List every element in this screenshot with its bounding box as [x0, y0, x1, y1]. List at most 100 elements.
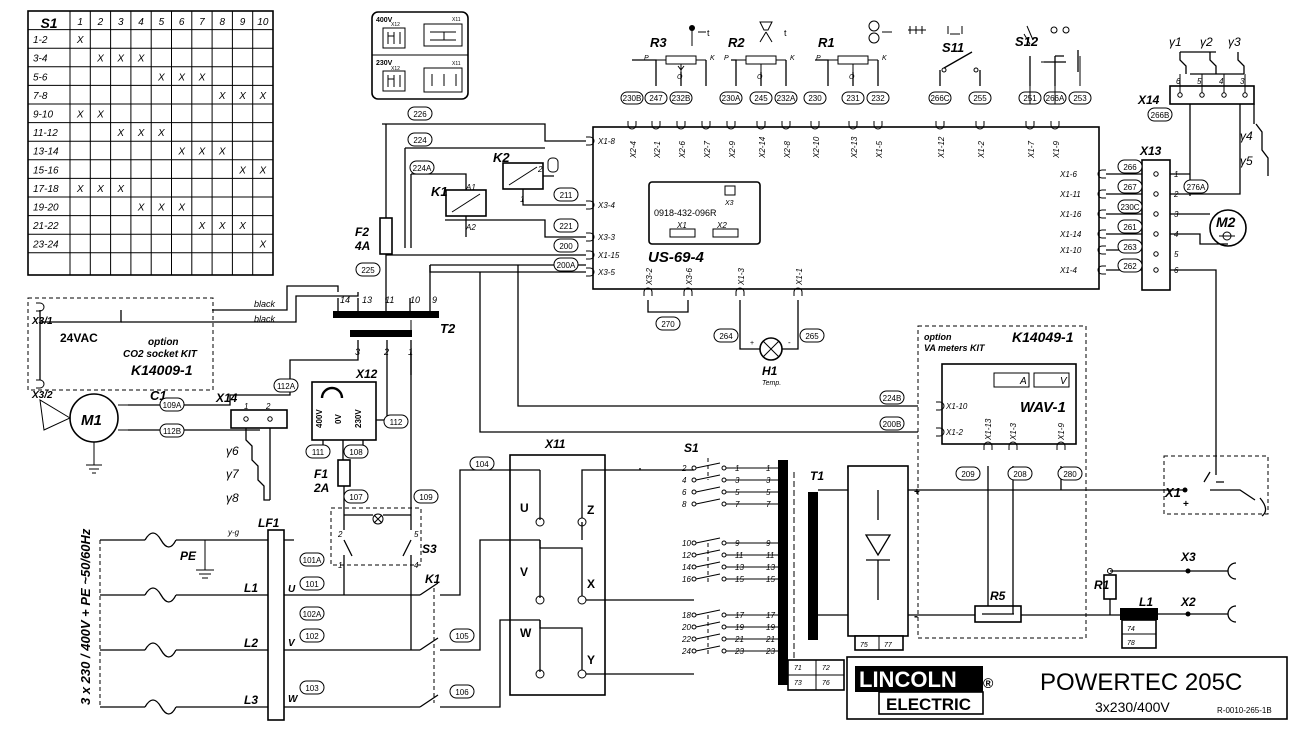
f1-label: F1: [314, 467, 328, 481]
thermal-switches-top: γ1 γ2 γ3 X14 6 5 4 3 γ4 γ5: [1137, 35, 1269, 196]
t2-pin-9: 9: [432, 295, 437, 305]
s1-pin-left: 22: [681, 635, 691, 644]
r2-k: K: [790, 55, 795, 62]
pcb-bottom-pin: X3-2: [645, 268, 654, 286]
pcb-top-pin: X2-14: [758, 136, 767, 159]
t1-72: 72: [822, 665, 830, 672]
pcb-inner-x2: X2: [716, 221, 727, 230]
s1-row-label: 21-22: [32, 221, 59, 232]
wire-number: 109: [419, 493, 433, 502]
s1-cell-mark: X: [238, 221, 246, 232]
t1-71: 71: [794, 665, 802, 672]
f2-label: F2: [355, 225, 369, 239]
pcb-right-pin: X1-6: [1059, 170, 1077, 179]
top-controls: R3 t R2 t R1 S11 S12 γ1 γ2 γ3: [632, 20, 1269, 196]
pcb-left-pin: X3-3: [597, 233, 615, 242]
pcb-top-pin: X1-2: [977, 141, 986, 159]
pcb-bottom-pin: X3-6: [685, 268, 694, 286]
g4-label: γ4: [1240, 129, 1253, 143]
mains-input: 3 x 230 / 400V + PE ~50/60Hz PE y-g LF1 …: [78, 469, 510, 721]
lamp-h1: H1 Temp. + -: [739, 300, 799, 387]
r1-shunt-label: R1: [1094, 578, 1110, 592]
va-meters-kit: option VA meters KIT K14049-1 A V WAV-1 …: [917, 325, 1087, 639]
wav-left-pin: X1-2: [945, 428, 963, 437]
s1-pin-left: 8: [682, 500, 687, 509]
s1-row-label: 17-18: [33, 184, 59, 195]
s1-cell-mark: X: [76, 184, 84, 195]
s1-col-header: 7: [199, 17, 205, 28]
s1-pin-left: 14: [682, 563, 691, 572]
s1-cell-mark: X: [96, 184, 104, 195]
h1-plus: +: [750, 340, 754, 347]
x11-label-b: X11: [452, 61, 461, 67]
x1-plus: +: [1183, 499, 1189, 510]
pcb-left-pin: X3-4: [597, 201, 615, 210]
title-block: LINCOLN ELECTRIC ® POWERTEC 205C 3x230/4…: [846, 656, 1288, 720]
wire-number: 111: [312, 448, 325, 457]
x14-left-label: X14: [215, 391, 238, 405]
s3-pin-2: 2: [337, 530, 343, 539]
h1-sub: Temp.: [762, 380, 781, 387]
x14-top-label: X14: [1137, 93, 1160, 107]
s1-cell-mark: X: [96, 110, 104, 121]
r2-o: O: [757, 74, 763, 81]
wire-number: 107: [349, 493, 363, 502]
pcb-top-pin: X2-8: [783, 141, 792, 159]
long-wires: [409, 265, 918, 433]
rectifier-v1: V1 75 77 + -: [846, 464, 1185, 651]
pcb-top-pin: X2-10: [812, 136, 821, 159]
s1-cell-mark: X: [137, 128, 145, 139]
m1-label: M1: [81, 412, 102, 429]
h1-minus: -: [788, 338, 791, 347]
s1-row-label: 3-4: [33, 54, 48, 65]
r3-k: K: [710, 55, 715, 62]
wire-number: 231: [846, 94, 860, 103]
meter-v: V: [1060, 376, 1068, 387]
pcb-left-pin: X1-8: [597, 137, 615, 146]
wire-number: 101: [305, 580, 319, 589]
pcb-left-pin: X1-15: [597, 251, 620, 260]
co2-x31: X3/1: [31, 316, 53, 327]
s1-row-label: 19-20: [33, 203, 59, 214]
co2-option: option: [148, 337, 179, 348]
model-name: POWERTEC 205C: [1040, 669, 1242, 696]
x12-label-a: X12: [391, 22, 400, 28]
s1-row-label: 9-10: [33, 110, 53, 121]
pcb-top-pin: X2-9: [728, 141, 737, 159]
wire-number: 230A: [722, 94, 741, 103]
x11-y: Y: [587, 653, 595, 667]
black-wire-2: black: [254, 314, 276, 324]
s1-cell-mark: X: [218, 221, 226, 232]
lf1-u: U: [288, 584, 296, 595]
wire-number: 230B: [623, 94, 642, 103]
s1-pin-left: 24: [681, 647, 691, 656]
m2-label: M2: [1216, 214, 1236, 230]
wire-number: 109A: [163, 401, 182, 410]
r1-p: P: [816, 55, 821, 62]
s1-pin-left: 16: [682, 575, 691, 584]
r2-label: R2: [728, 35, 745, 50]
l1-input-label: L1: [244, 581, 258, 595]
pcb-right-pin: X1-14: [1059, 230, 1082, 239]
s1-pin-left: 10: [682, 539, 691, 548]
s12-label: S12: [1015, 34, 1039, 49]
lf1-v: V: [288, 638, 296, 649]
x11-label: X11: [544, 437, 566, 451]
wire-number: 211: [560, 191, 573, 200]
wire-number: 263: [1123, 243, 1137, 252]
s3-pin-1: 1: [338, 561, 342, 570]
x11-label-a: X11: [452, 17, 461, 23]
lf1-label: LF1: [258, 516, 280, 530]
v1-minus: -: [914, 609, 918, 623]
s1-cell-mark: X: [198, 221, 206, 232]
wire-number: 232A: [777, 94, 796, 103]
pcb-top-pin: X1-12: [937, 136, 946, 159]
s1-cell-mark: X: [116, 128, 124, 139]
svg-text:2: 2: [537, 165, 543, 174]
f2-rating: 4A: [354, 239, 370, 253]
wire-number: 105: [455, 632, 469, 641]
supply-label: 3 x 230 / 400V + PE ~50/60Hz: [78, 528, 93, 705]
